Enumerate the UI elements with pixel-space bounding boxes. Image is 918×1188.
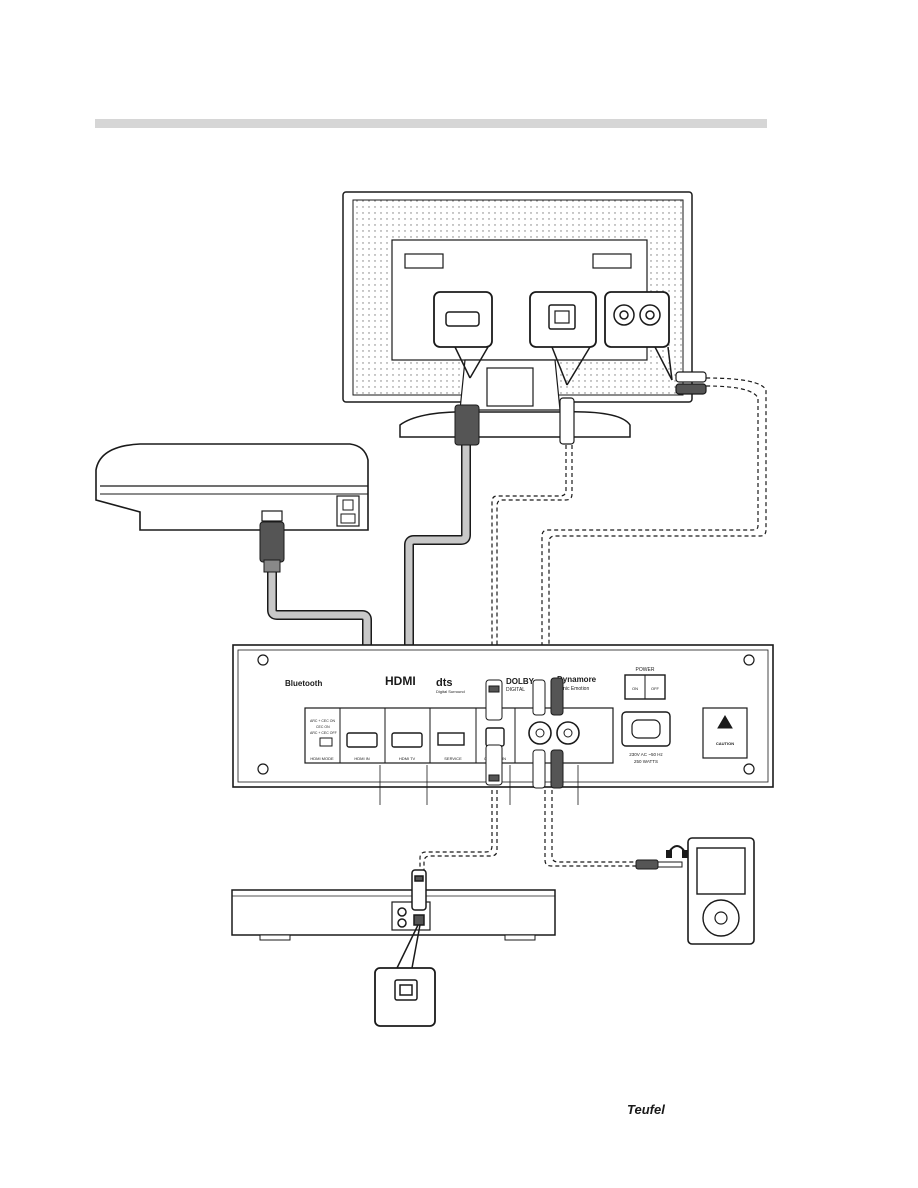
rca-plugs-top — [532, 677, 564, 716]
optical-plug-bottom — [485, 744, 503, 786]
leader-lines — [379, 765, 579, 805]
sonic-emotion-label: Sonic Emotion — [557, 686, 589, 692]
dolby-digital-label: DIGITAL — [506, 687, 525, 693]
dolby-logo: DOLBY — [506, 677, 535, 686]
switch-on-label: ON — [632, 686, 638, 691]
header-bar — [95, 119, 767, 128]
mp3-player — [687, 837, 755, 945]
game-console — [95, 443, 369, 531]
tv-rear — [342, 191, 693, 438]
port-label-hdmi-tv: HDMI TV — [399, 756, 416, 761]
port-label-hdmi-mode: HDMI MODE — [310, 756, 334, 761]
headphone-jack-plug — [635, 859, 683, 870]
dynamore-logo: Dynamore — [557, 675, 597, 684]
dts-sub-label: Digital Surround — [436, 689, 465, 694]
analog-cable-tv — [541, 371, 767, 655]
power-label: POWER — [636, 667, 655, 673]
port-label-service: SERVICE — [444, 756, 462, 761]
mains-voltage-label: 230V AC ~50 Hz — [629, 752, 663, 757]
optical-cable-tv — [491, 397, 575, 680]
analog-cable-player — [544, 790, 636, 867]
mains-wattage-label: 250 WATTS — [634, 759, 658, 764]
dvd-player — [231, 869, 556, 1027]
headphone-icon — [666, 845, 688, 858]
rca-plugs-bottom — [532, 749, 564, 789]
hdmi-mode-option-3: ARC + CEC OFF — [310, 731, 337, 735]
optical-cable-dvd — [419, 790, 498, 870]
optical-plug-top — [485, 679, 503, 721]
hdmi-logo: HDMI — [385, 674, 416, 688]
switch-off-label: OFF — [651, 686, 660, 691]
bluetooth-logo: Bluetooth — [285, 679, 322, 688]
hdmi-mode-option-1: ARC + CEC ON — [310, 719, 335, 723]
port-label-hdmi-in: HDMI IN — [354, 756, 369, 761]
soundbar-rear-panel — [232, 644, 774, 788]
brand-logo: Teufel — [627, 1102, 665, 1117]
dts-logo: dts — [436, 677, 453, 689]
caution-label: CAUTION — [716, 741, 734, 746]
hdmi-mode-option-2: CEC ON — [316, 725, 330, 729]
